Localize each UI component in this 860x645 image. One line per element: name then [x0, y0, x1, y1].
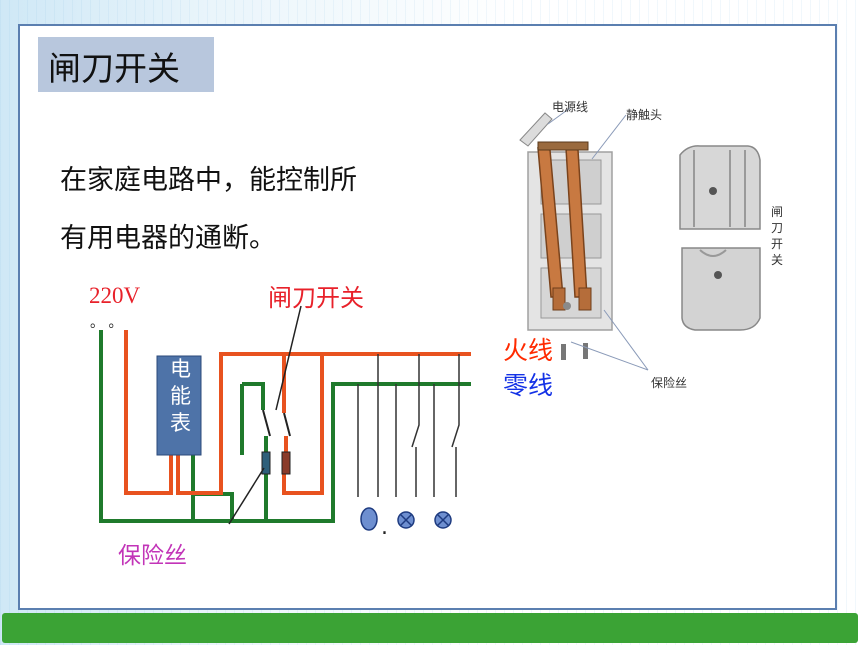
neutral-wire-label: 零线: [503, 371, 554, 400]
bottom-bar: [2, 613, 858, 643]
fuse-neutral: [261, 451, 271, 475]
photo-label-fuse: 保险丝: [651, 376, 688, 390]
lamp-branch: [451, 354, 460, 448]
voltage-label: 220V: [89, 283, 141, 308]
lamp: [397, 511, 415, 529]
lamp: [360, 507, 378, 531]
neutral-wire: [264, 382, 471, 523]
description-line-2: 有用电器的通断。: [60, 223, 276, 254]
neutral-wire: [242, 382, 265, 410]
photo-label-power-cord: 电源线: [552, 100, 589, 114]
lamp-branch: [411, 354, 420, 448]
fuse-label: 保险丝: [118, 543, 187, 569]
energy-meter: [156, 355, 202, 456]
terminal-marks: 。 。: [90, 315, 123, 331]
lamp-dots: .: [381, 515, 388, 540]
description-line-1: 在家庭电路中，能控制所: [60, 165, 357, 196]
photo-label-static-contact: 静触头: [626, 108, 663, 122]
live-wire: [282, 354, 324, 495]
fuse-live: [281, 451, 291, 475]
knife-switch-label: 闸刀开关: [268, 284, 364, 312]
slide-title: 闸刀开关: [48, 49, 180, 88]
switch-blade: [283, 412, 291, 437]
fuse-pointer: [228, 467, 265, 525]
title-box: [38, 37, 214, 92]
meter-label: 电 能 表: [170, 357, 191, 435]
lamp: [434, 511, 452, 529]
photo-label-side: 闸 刀 开 关: [771, 205, 784, 267]
live-wire-label: 火线: [503, 336, 554, 365]
live-wire: [176, 352, 471, 495]
switch-blade: [262, 409, 271, 437]
live-wire: [124, 330, 173, 495]
switch-pointer: [275, 305, 302, 411]
